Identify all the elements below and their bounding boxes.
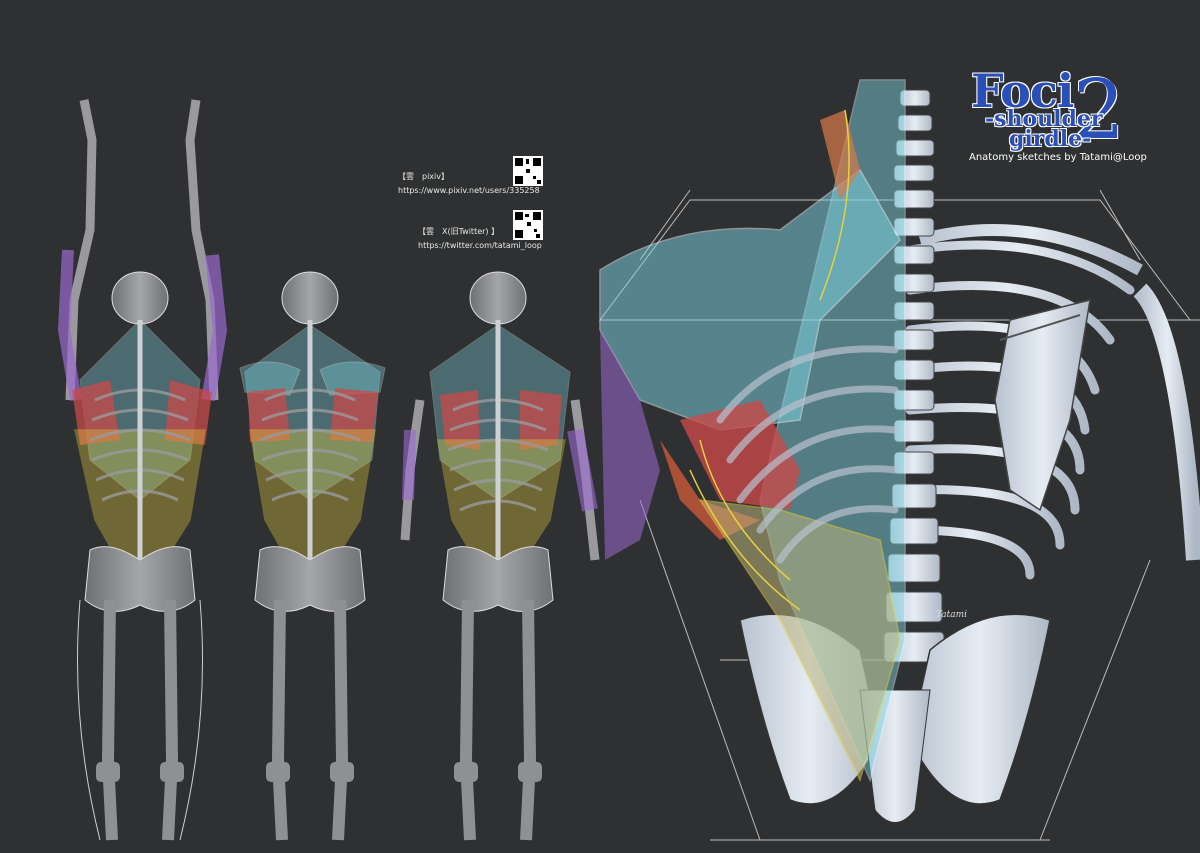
figure-arms-lowered (400, 271, 600, 841)
shoulder-girdle-detail (599, 79, 1200, 841)
pixiv-label: 【雲 pixiv】 (398, 172, 449, 181)
byline: Anatomy sketches by Tatami@Loop (969, 152, 1147, 163)
subtitle-line2: girdle- (1009, 126, 1092, 152)
title-block: Foci 2 -shoulder girdle- Anatomy sketche… (965, 63, 1147, 174)
figure-neutral (239, 271, 386, 841)
qr-code-icon (513, 156, 543, 186)
subtitle-line1: -shoulder (985, 106, 1103, 132)
twitter-url[interactable]: https://twitter.com/tatami_loop (418, 241, 542, 250)
artist-signature: Tatami (936, 610, 968, 620)
title-main: Foci (971, 64, 1074, 118)
pixiv-url[interactable]: https://www.pixiv.net/users/335258 (398, 186, 540, 195)
figure-arms-raised (57, 99, 228, 841)
title-number: 2 (1073, 63, 1126, 158)
qr-code-icon (513, 210, 543, 240)
twitter-label: 【雲 X(旧Twitter) 】 (418, 227, 500, 236)
